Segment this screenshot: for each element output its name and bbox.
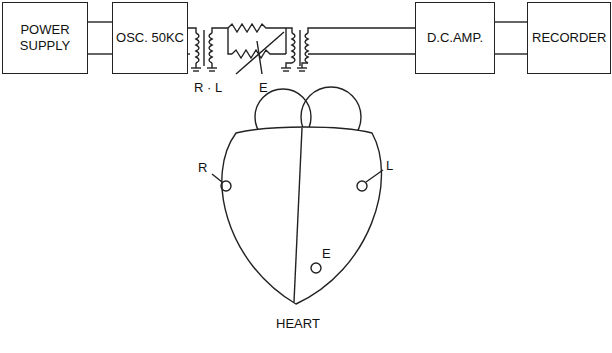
block-box: POWER SUPPLY bbox=[2, 2, 88, 74]
electrode-network bbox=[228, 24, 286, 74]
block-box: OSC. 50KC bbox=[112, 2, 188, 74]
electrode bbox=[311, 263, 321, 273]
septum-line bbox=[294, 128, 302, 302]
block-box: RECORDER bbox=[527, 2, 611, 74]
part-label: R bbox=[198, 160, 207, 175]
part-label: E bbox=[322, 246, 331, 261]
block-label: D.C.AMP. bbox=[427, 30, 483, 46]
electrode bbox=[357, 181, 367, 191]
transformer-1 bbox=[196, 28, 228, 68]
electrode-lead bbox=[236, 32, 284, 74]
heart-outline bbox=[212, 87, 383, 304]
leader-line bbox=[212, 174, 222, 182]
part-label: R · L bbox=[194, 80, 222, 95]
leader-line bbox=[366, 170, 383, 182]
electrode-lead bbox=[257, 41, 262, 74]
electrode bbox=[221, 181, 231, 191]
block-box: D.C.AMP. bbox=[415, 2, 495, 74]
ground-symbol bbox=[191, 68, 307, 71]
wire-connector bbox=[88, 21, 112, 22]
part-label: HEART bbox=[276, 316, 320, 331]
block-label: RECORDER bbox=[532, 30, 606, 46]
signal-wire bbox=[495, 53, 527, 54]
block-label: POWER SUPPLY bbox=[3, 22, 87, 54]
part-label: E bbox=[259, 80, 268, 95]
transformer-2 bbox=[286, 28, 415, 68]
resistor-symbol bbox=[228, 24, 286, 32]
wire-connector bbox=[495, 21, 527, 22]
block-label: OSC. 50KC bbox=[116, 30, 184, 46]
part-label: L bbox=[386, 158, 393, 173]
